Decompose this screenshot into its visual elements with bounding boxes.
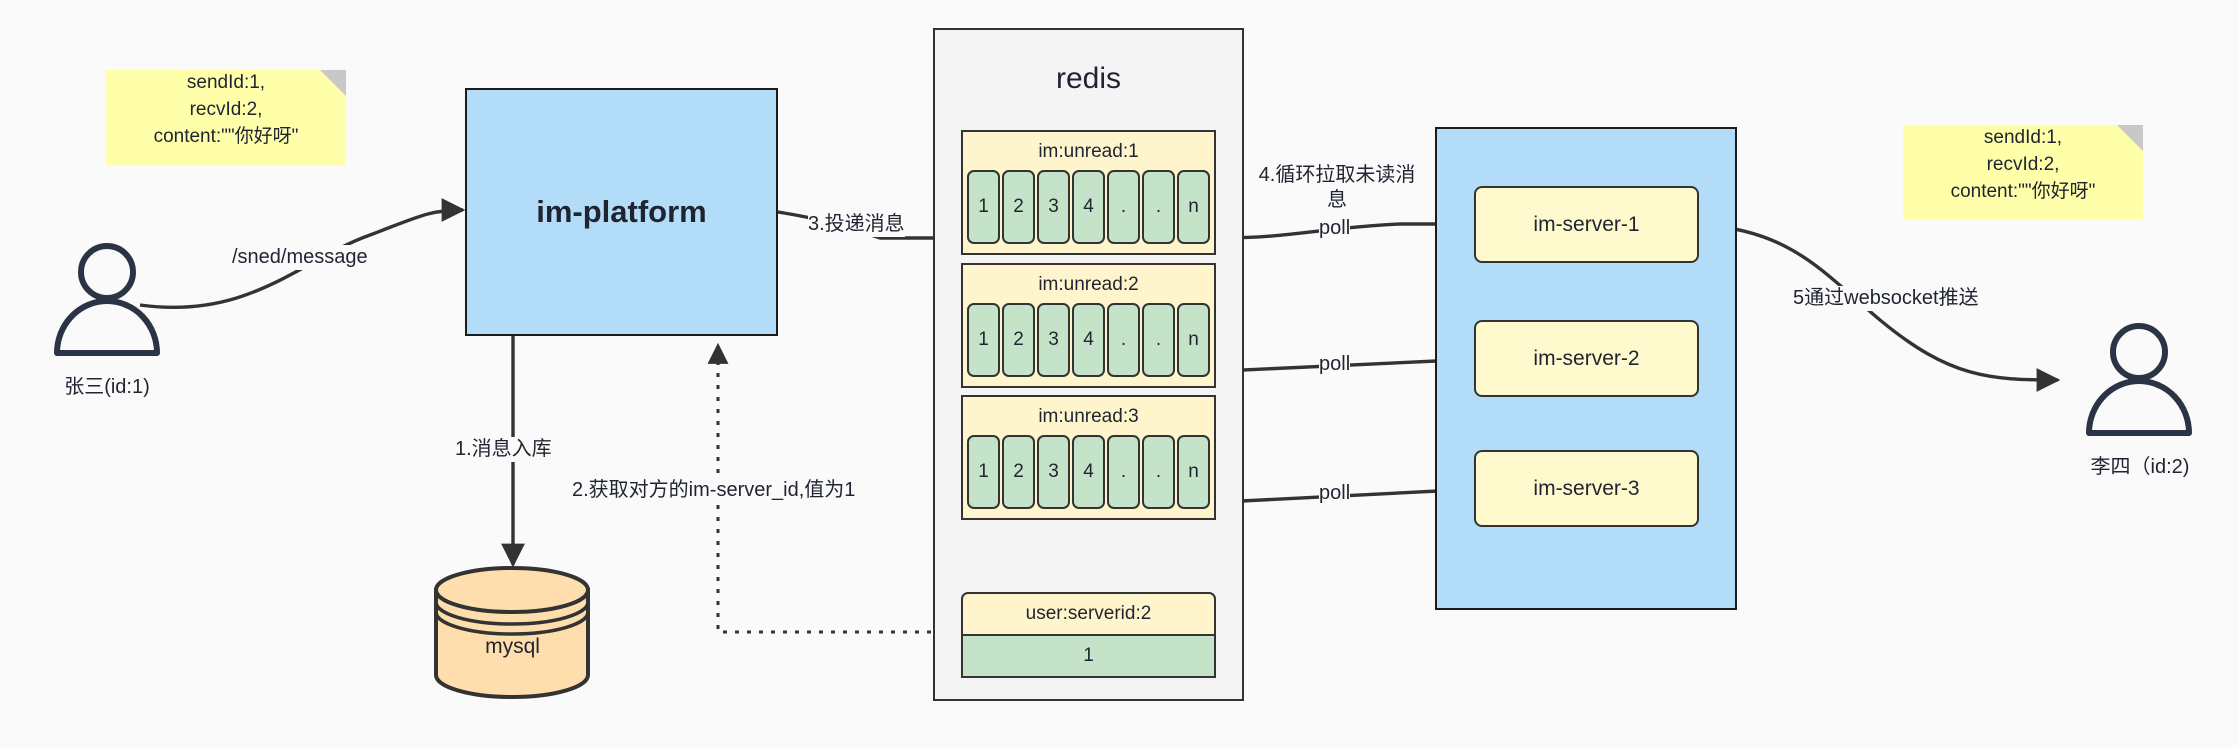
sticky-note-right-text: sendId:1, recvId:2, content:""你好呀" bbox=[1950, 127, 2096, 203]
actor-receiver-label: 李四（id:2) bbox=[2090, 456, 2190, 478]
redis-list-3-key: im:unread:3 bbox=[1038, 406, 1139, 427]
list-cell: 1 bbox=[967, 435, 1000, 509]
list-cell: 2 bbox=[1002, 435, 1035, 509]
node-mysql[interactable]: mysql bbox=[430, 565, 595, 700]
edge-label-send-message: /sned/message bbox=[232, 245, 368, 270]
redis-kv-user-serverid[interactable]: user:serverid:2 1 bbox=[961, 592, 1216, 678]
node-im-platform-label: im-platform bbox=[536, 194, 707, 229]
list-cell: 3 bbox=[1037, 435, 1070, 509]
redis-list-im-unread-1[interactable]: im:unread:1 1 2 3 4 . . n bbox=[961, 130, 1216, 255]
redis-list-2-cells: 1 2 3 4 . . n bbox=[963, 303, 1214, 377]
actor-sender bbox=[40, 240, 175, 360]
list-cell: 4 bbox=[1072, 435, 1105, 509]
list-cell: . bbox=[1107, 170, 1140, 244]
edge-label-step5: 5通过websocket推送 bbox=[1793, 286, 1979, 311]
list-cell: 2 bbox=[1002, 170, 1035, 244]
edge-label-poll-2: poll bbox=[1319, 352, 1351, 377]
user-icon bbox=[54, 243, 160, 356]
list-cell: . bbox=[1107, 435, 1140, 509]
list-cell: 1 bbox=[967, 303, 1000, 377]
list-cell: . bbox=[1142, 303, 1175, 377]
edge-label-poll-3: poll bbox=[1319, 481, 1351, 506]
list-cell: 4 bbox=[1072, 303, 1105, 377]
list-cell: . bbox=[1107, 303, 1140, 377]
node-mysql-label: mysql bbox=[485, 635, 540, 658]
container-redis-title: redis bbox=[1055, 62, 1122, 95]
list-cell: 1 bbox=[967, 170, 1000, 244]
list-cell: 3 bbox=[1037, 303, 1070, 377]
edge-label-step2: 2.获取对方的im-server_id,值为1 bbox=[572, 478, 856, 503]
node-im-platform[interactable]: im-platform bbox=[465, 88, 778, 336]
list-cell: n bbox=[1177, 435, 1210, 509]
sticky-note-left-text: sendId:1, recvId:2, content:""你好呀" bbox=[153, 72, 299, 148]
list-cell: . bbox=[1142, 170, 1175, 244]
node-im-server-3-label: im-server-3 bbox=[1533, 476, 1640, 500]
list-cell: 2 bbox=[1002, 303, 1035, 377]
actor-sender-label: 张三(id:1) bbox=[64, 376, 150, 398]
edge-label-step4: 4.循环拉取未读消息 bbox=[1253, 163, 1421, 213]
redis-list-2-key: im:unread:2 bbox=[1038, 274, 1139, 295]
redis-list-3-cells: 1 2 3 4 . . n bbox=[963, 435, 1214, 509]
list-cell: 4 bbox=[1072, 170, 1105, 244]
edge-label-step1: 1.消息入库 bbox=[455, 437, 552, 462]
redis-list-1-key: im:unread:1 bbox=[1038, 141, 1139, 162]
node-im-server-1-label: im-server-1 bbox=[1533, 212, 1640, 236]
list-cell: . bbox=[1142, 435, 1175, 509]
redis-kv-key: user:serverid:2 bbox=[961, 592, 1216, 636]
edge-label-step3: 3.投递消息 bbox=[808, 212, 905, 237]
node-im-server-3[interactable]: im-server-3 bbox=[1474, 450, 1699, 527]
list-cell: n bbox=[1177, 170, 1210, 244]
redis-list-im-unread-2[interactable]: im:unread:2 1 2 3 4 . . n bbox=[961, 263, 1216, 388]
edge-label-poll-1: poll bbox=[1319, 216, 1351, 241]
node-im-server-2-label: im-server-2 bbox=[1533, 346, 1640, 370]
actor-receiver bbox=[2072, 320, 2207, 440]
redis-list-1-cells: 1 2 3 4 . . n bbox=[963, 170, 1214, 244]
list-cell: 3 bbox=[1037, 170, 1070, 244]
sticky-note-right: sendId:1, recvId:2, content:""你好呀" bbox=[1903, 125, 2143, 220]
redis-list-im-unread-3[interactable]: im:unread:3 1 2 3 4 . . n bbox=[961, 395, 1216, 520]
node-im-server-2[interactable]: im-server-2 bbox=[1474, 320, 1699, 397]
node-im-server-1[interactable]: im-server-1 bbox=[1474, 186, 1699, 263]
list-cell: n bbox=[1177, 303, 1210, 377]
user-icon bbox=[2086, 323, 2192, 436]
redis-kv-value: 1 bbox=[961, 636, 1216, 678]
database-cylinder-icon bbox=[434, 566, 590, 699]
sticky-note-left: sendId:1, recvId:2, content:""你好呀" bbox=[106, 70, 346, 165]
